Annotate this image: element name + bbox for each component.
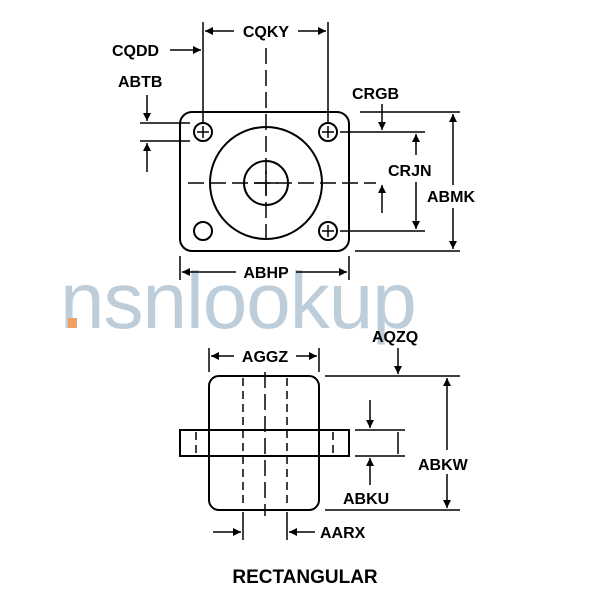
label-aqzq: AQZQ (372, 329, 418, 346)
watermark-text: nsnlookup (60, 256, 416, 345)
label-crgb: CRGB (352, 86, 399, 103)
drawing-title: RECTANGULAR (232, 567, 378, 588)
mounting-hole-top-left (193, 122, 213, 142)
side-view: AGGZ AQZQ ABKW ABKU AARX (179, 329, 469, 542)
label-abtb: ABTB (118, 74, 162, 91)
label-abkw: ABKW (418, 457, 469, 474)
label-aggz: AGGZ (242, 349, 288, 366)
watermark-accent (68, 318, 77, 328)
label-abku: ABKU (343, 491, 389, 508)
base-plate (179, 111, 350, 252)
label-aarx: AARX (320, 525, 366, 542)
top-view: CQKY CQDD ABTB CRGB CRJN ABMK ABHP (112, 22, 475, 282)
mounting-hole-bottom-right (318, 221, 338, 241)
mounting-hole-top-right (318, 122, 338, 142)
mounting-hole-bottom-left (193, 221, 213, 241)
label-cqky: CQKY (243, 24, 290, 41)
label-cqdd: CQDD (112, 43, 159, 60)
label-abmk: ABMK (427, 189, 475, 206)
watermark: nsnlookup (60, 256, 417, 345)
label-crjn: CRJN (388, 163, 432, 180)
label-abhp: ABHP (243, 265, 289, 282)
mount-body (208, 375, 320, 511)
